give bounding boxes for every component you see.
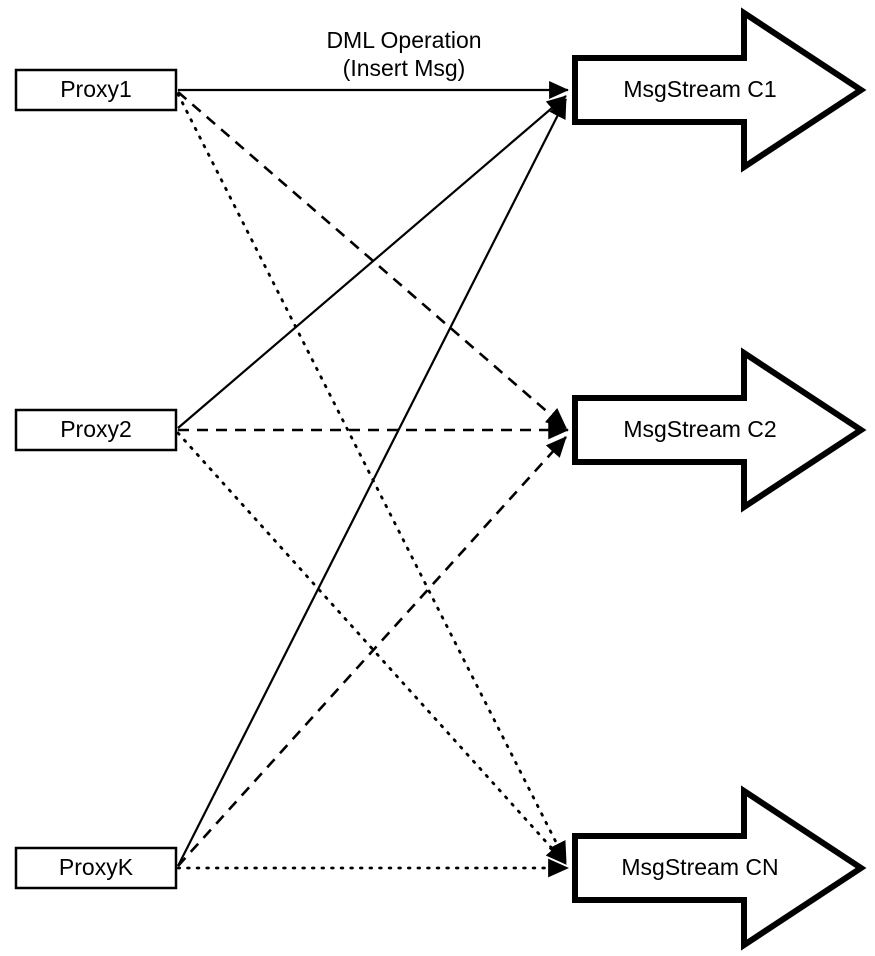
edge-proxyk-to-stream-c1 xyxy=(177,98,567,867)
edge-proxy1-to-stream-cn xyxy=(176,92,568,864)
edge-proxy2-to-stream-cn xyxy=(176,431,568,866)
proxy2-box[interactable] xyxy=(14,408,178,452)
edge-group-proxy2 xyxy=(176,95,570,866)
edge-proxy1-to-stream-c2 xyxy=(177,91,567,429)
stream-c2-arrow-shape[interactable] xyxy=(572,347,867,513)
proxy2-label: Proxy2 xyxy=(60,416,132,442)
stream-cn-label: MsgStream CN xyxy=(621,854,778,880)
node-proxyk[interactable]: ProxyK xyxy=(14,846,178,890)
edge-proxyk-to-stream-c2 xyxy=(177,436,567,867)
node-stream-cn[interactable]: MsgStream CN xyxy=(572,785,867,951)
stream-c1-label: MsgStream C1 xyxy=(623,76,776,102)
proxy1-box[interactable] xyxy=(14,68,178,112)
edge-group-proxy1 xyxy=(176,80,569,864)
node-proxy2[interactable]: Proxy2 xyxy=(14,408,178,452)
edge-label-line1: DML Operation xyxy=(326,27,481,53)
proxyk-label: ProxyK xyxy=(59,854,134,880)
edge-label-line2: (Insert Msg) xyxy=(343,55,466,81)
proxy1-label: Proxy1 xyxy=(60,76,132,102)
stream-c1-arrow-shape[interactable] xyxy=(572,7,867,173)
edge-label-dml-operation: DML Operation (Insert Msg) xyxy=(326,27,481,81)
edge-proxy2-to-stream-c1 xyxy=(177,95,567,429)
proxyk-box[interactable] xyxy=(14,846,178,890)
stream-cn-arrow-shape[interactable] xyxy=(572,785,867,951)
node-stream-c2[interactable]: MsgStream C2 xyxy=(572,347,867,513)
node-proxy1[interactable]: Proxy1 xyxy=(14,68,178,112)
node-stream-c1[interactable]: MsgStream C1 xyxy=(572,7,867,173)
stream-c2-label: MsgStream C2 xyxy=(623,416,776,442)
edge-group-proxyk xyxy=(176,98,570,878)
